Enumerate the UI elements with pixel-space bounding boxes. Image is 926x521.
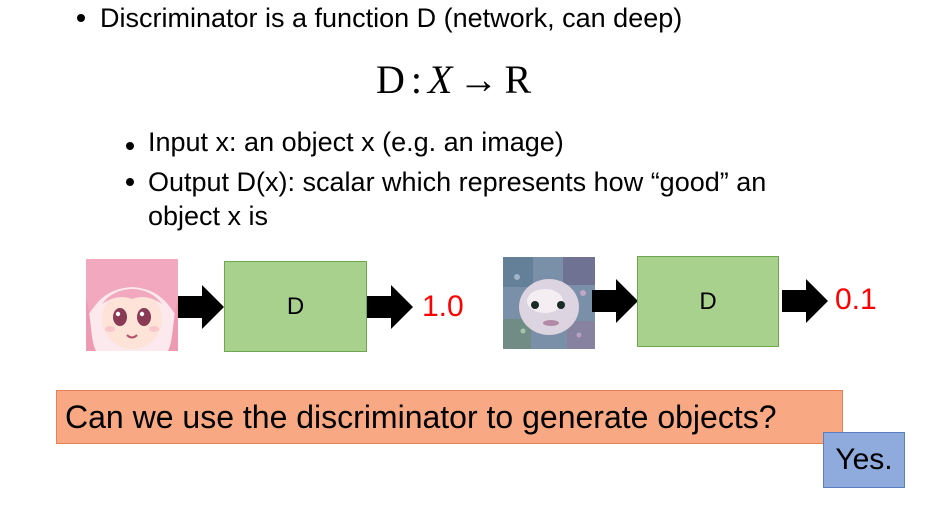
formula: D:X→R	[376, 56, 531, 103]
question-banner: Can we use the discriminator to generate…	[56, 390, 843, 444]
anime-girl-image	[86, 259, 178, 351]
discriminator-label: D	[699, 287, 717, 315]
sub-bullet-dot	[126, 142, 134, 150]
formula-colon: :	[410, 57, 423, 102]
sub-bullet-dot	[126, 178, 134, 186]
output-score: 0.1	[835, 283, 877, 316]
output-score: 1.0	[422, 290, 464, 323]
discriminator-box: D	[224, 261, 367, 352]
formula-lhs: D	[376, 57, 405, 102]
discriminator-box: D	[637, 256, 779, 347]
discriminator-label: D	[286, 292, 305, 320]
arrow-icon	[367, 285, 413, 329]
answer-label: Yes.	[835, 443, 893, 476]
arrow-icon	[592, 279, 638, 323]
sub-bullet-output-cont: object x is	[148, 201, 269, 231]
bullet-dot	[77, 14, 85, 22]
noisy-generated-image	[503, 257, 595, 349]
formula-domain: X	[428, 57, 453, 102]
arrow-icon	[782, 279, 828, 323]
answer-box: Yes.	[823, 432, 905, 488]
formula-arrow: →	[458, 57, 499, 102]
arrow-icon	[178, 285, 224, 329]
bullet-main: Discriminator is a function D (network, …	[100, 3, 683, 33]
sub-bullet-output: Output D(x): scalar which represents how…	[148, 167, 767, 197]
formula-codomain: R	[504, 57, 532, 102]
sub-bullet-input: Input x: an object x (e.g. an image)	[148, 127, 564, 157]
